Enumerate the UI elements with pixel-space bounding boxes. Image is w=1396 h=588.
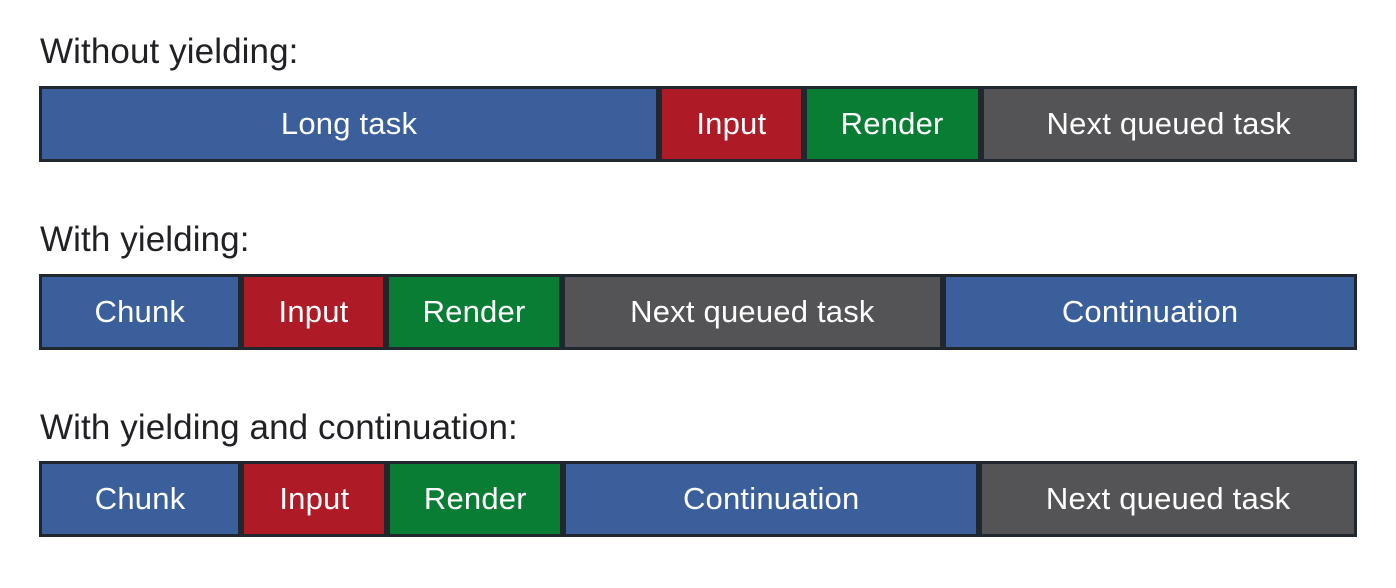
- task-segment-label: Long task: [280, 105, 418, 141]
- task-segment-label: Continuation: [682, 481, 860, 517]
- task-segment: Next queued task: [561, 273, 944, 350]
- task-segment: Chunk: [39, 273, 241, 350]
- task-segment-label: Input: [696, 105, 767, 141]
- task-segment: Render: [387, 461, 564, 538]
- section-label: With yielding and continuation:: [40, 407, 518, 447]
- timeline-bar: Chunk Input Render Continuation Next que…: [39, 461, 1357, 538]
- timeline-bar: Chunk Input Render Next queued task Cont…: [39, 273, 1357, 350]
- timeline-sections: Without yielding: Long task Input Render…: [39, 30, 1357, 538]
- section-label: With yielding:: [40, 219, 250, 259]
- task-segment: Chunk: [39, 461, 242, 538]
- task-segment: Continuation: [563, 461, 980, 538]
- task-segment: Next queued task: [980, 85, 1357, 162]
- task-segment: Input: [241, 461, 388, 538]
- task-segment-label: Next queued task: [630, 293, 875, 329]
- timeline-section: With yielding: Chunk Input Render Next q…: [39, 218, 1357, 350]
- task-segment: Next queued task: [979, 461, 1357, 538]
- task-segment-label: Chunk: [94, 481, 186, 517]
- task-segment-label: Render: [423, 481, 527, 517]
- task-segment: Input: [659, 85, 804, 162]
- task-segment-label: Input: [278, 293, 349, 329]
- timeline-section: Without yielding: Long task Input Render…: [39, 30, 1357, 162]
- timeline-bar: Long task Input Render Next queued task: [39, 85, 1357, 162]
- task-segment-label: Next queued task: [1045, 481, 1291, 517]
- task-segment-label: Continuation: [1061, 293, 1239, 329]
- task-segment: Continuation: [943, 273, 1357, 350]
- task-segment-label: Next queued task: [1046, 105, 1292, 141]
- task-segment: Render: [803, 85, 981, 162]
- section-label: Without yielding:: [40, 32, 299, 71]
- task-segment-label: Input: [279, 481, 350, 517]
- task-segment: Input: [240, 273, 387, 350]
- task-segment-label: Render: [840, 105, 944, 141]
- task-segment-label: Chunk: [94, 293, 186, 329]
- task-segment: Long task: [39, 85, 660, 162]
- task-segment: Render: [386, 273, 562, 350]
- task-segment-label: Render: [422, 293, 526, 329]
- timeline-section: With yielding and continuation: Chunk In…: [39, 406, 1357, 538]
